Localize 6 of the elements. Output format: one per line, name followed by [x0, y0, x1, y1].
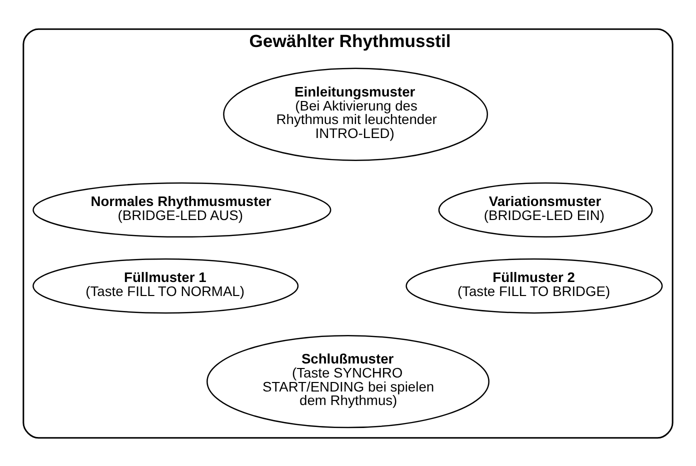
node-ellipse: Normales Rhythmusmuster (BRIDGE-LED AUS)	[32, 182, 332, 238]
node-ellipse: Füllmuster 1 (Taste FILL TO NORMAL)	[32, 258, 299, 314]
node-ellipse: Variationsmuster (BRIDGE-LED EIN)	[438, 182, 653, 238]
node-ellipse: Einleitungsmuster (Bei Aktivierung des Rhythmus mit leuchtender INTRO-LED)	[223, 67, 488, 160]
node-ellipse: Schlußmuster (Taste SYNCHRO START/ENDING bei spielen dem Rhythmus)	[206, 334, 490, 428]
node-ellipse: Füllmuster 2 (Taste FILL TO BRIDGE)	[406, 258, 663, 314]
